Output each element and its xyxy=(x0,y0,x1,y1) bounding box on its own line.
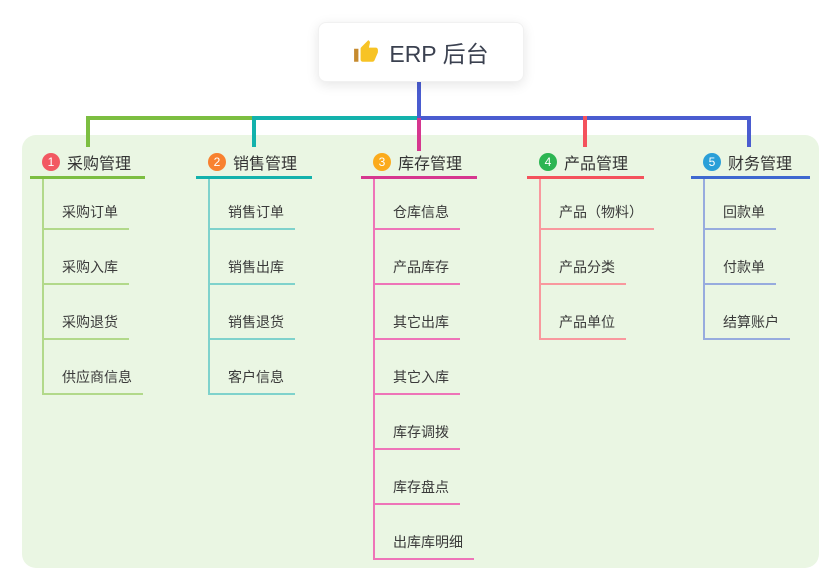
child-node[interactable]: 销售订单 xyxy=(210,179,295,230)
child-node[interactable]: 产品库存 xyxy=(375,230,460,285)
branch-children: 产品（物料）产品分类产品单位 xyxy=(539,179,654,340)
child-node[interactable]: 仓库信息 xyxy=(375,179,460,230)
child-node[interactable]: 付款单 xyxy=(705,230,776,285)
branch-label: 销售管理 xyxy=(233,156,298,173)
branch-label: 库存管理 xyxy=(398,156,463,173)
child-node[interactable]: 结算账户 xyxy=(705,285,790,340)
child-node[interactable]: 回款单 xyxy=(705,179,776,230)
thumbs-up-icon xyxy=(354,40,379,62)
child-node[interactable]: 客户信息 xyxy=(210,340,295,395)
child-node[interactable]: 采购退货 xyxy=(44,285,129,340)
child-node[interactable]: 销售出库 xyxy=(210,230,295,285)
branch-column: 3 库存管理 仓库信息产品库存其它出库其它入库库存调拨库存盘点出库库明细 xyxy=(361,148,477,560)
branch-node[interactable]: 2 销售管理 xyxy=(196,148,312,179)
branch-label: 采购管理 xyxy=(67,156,132,173)
branch-node[interactable]: 1 采购管理 xyxy=(30,148,145,179)
child-node[interactable]: 产品（物料） xyxy=(541,179,654,230)
child-node[interactable]: 出库库明细 xyxy=(375,505,474,560)
branch-column: 2 销售管理 销售订单销售出库销售退货客户信息 xyxy=(196,148,312,395)
branch-label: 财务管理 xyxy=(728,156,793,173)
branch-number-badge: 5 xyxy=(703,153,721,171)
branch-children: 仓库信息产品库存其它出库其它入库库存调拨库存盘点出库库明细 xyxy=(373,179,474,560)
branch-node[interactable]: 3 库存管理 xyxy=(361,148,477,179)
connector-drop-purchase xyxy=(86,116,90,147)
branch-column: 1 采购管理 采购订单采购入库采购退货供应商信息 xyxy=(30,148,145,395)
connector-drop-finance xyxy=(747,116,751,147)
root-node[interactable]: ERP 后台 xyxy=(318,22,524,82)
connector-bus-green xyxy=(86,116,254,120)
connector-root-drop xyxy=(417,80,421,118)
child-node[interactable]: 其它出库 xyxy=(375,285,460,340)
branch-children: 采购订单采购入库采购退货供应商信息 xyxy=(42,179,143,395)
branch-number-badge: 2 xyxy=(208,153,226,171)
child-node[interactable]: 供应商信息 xyxy=(44,340,143,395)
branch-children: 销售订单销售出库销售退货客户信息 xyxy=(208,179,295,395)
connector-bus-teal xyxy=(252,116,419,120)
branch-children: 回款单付款单结算账户 xyxy=(703,179,790,340)
child-node[interactable]: 采购订单 xyxy=(44,179,129,230)
branch-number-badge: 4 xyxy=(539,153,557,171)
child-node[interactable]: 销售退货 xyxy=(210,285,295,340)
child-node[interactable]: 其它入库 xyxy=(375,340,460,395)
connector-drop-sales xyxy=(252,116,256,147)
branch-column: 4 产品管理 产品（物料）产品分类产品单位 xyxy=(527,148,654,340)
branch-label: 产品管理 xyxy=(564,156,629,173)
branches-background-panel xyxy=(22,135,819,568)
branch-number-badge: 1 xyxy=(42,153,60,171)
child-node[interactable]: 产品分类 xyxy=(541,230,626,285)
connector-drop-inventory xyxy=(417,118,421,151)
connector-drop-product xyxy=(583,116,587,147)
child-node[interactable]: 库存盘点 xyxy=(375,450,460,505)
branch-column: 5 财务管理 回款单付款单结算账户 xyxy=(691,148,810,340)
branch-node[interactable]: 5 财务管理 xyxy=(691,148,810,179)
child-node[interactable]: 采购入库 xyxy=(44,230,129,285)
branch-number-badge: 3 xyxy=(373,153,391,171)
child-node[interactable]: 库存调拨 xyxy=(375,395,460,450)
branch-node[interactable]: 4 产品管理 xyxy=(527,148,644,179)
root-title: ERP 后台 xyxy=(389,41,489,67)
child-node[interactable]: 产品单位 xyxy=(541,285,626,340)
